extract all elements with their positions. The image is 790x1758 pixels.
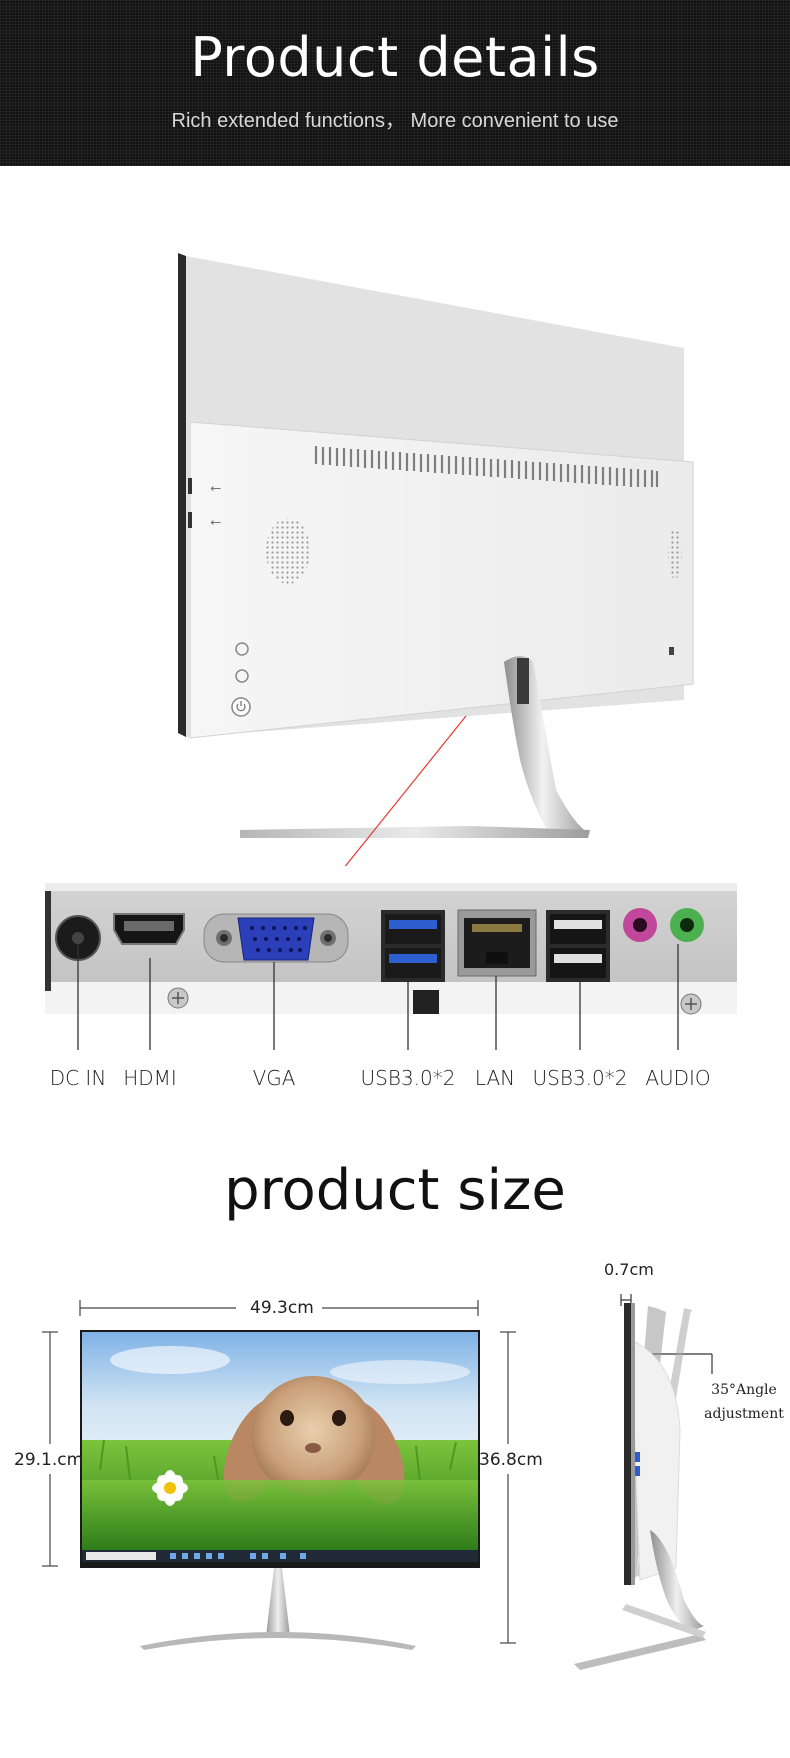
power-icon: [236, 701, 246, 712]
section-title-product-size: product size: [224, 1158, 566, 1223]
side-view-illustration: [574, 1294, 713, 1670]
stand-base: [240, 826, 590, 838]
port-label-vga: VGA: [252, 1066, 296, 1090]
port-label-usb-2: USB3.0*2: [532, 1066, 628, 1090]
menu-button: [235, 642, 249, 656]
panel-edge: [178, 253, 186, 737]
left-speaker-grille: [266, 518, 310, 584]
side-usb-port-1: [188, 478, 192, 494]
usb-symbol-icon: ⭠: [210, 514, 221, 530]
port-label-dc-in: DC IN: [49, 1066, 107, 1090]
io-panel-closeup: [45, 883, 737, 1015]
dimension-screen-height: 29.1.cm: [14, 1450, 84, 1470]
zoom-pointer-line: [344, 715, 467, 866]
right-speaker-grille: [668, 529, 682, 579]
angle-label-line-1: 35°Angle: [711, 1382, 777, 1398]
usb-symbol-icon: ⭠: [210, 480, 221, 496]
page-title: Product details: [190, 26, 600, 89]
angle-label-line-2: adjustment: [704, 1406, 784, 1422]
side-body: [630, 1339, 681, 1581]
front-stand-base: [140, 1632, 416, 1650]
page-subtitle: Rich extended functions， More convenient…: [171, 110, 619, 132]
dimension-thickness: 0.7cm: [604, 1260, 654, 1279]
dimension-width: 49.3cm: [250, 1298, 314, 1318]
dimension-total-height: 36.8cm: [479, 1450, 543, 1470]
side-panel: [624, 1303, 631, 1585]
port-label-usb-1: USB3.0*2: [360, 1066, 456, 1090]
header-banner: Product details Rich extended functions，…: [0, 0, 790, 166]
lock-slot: [669, 647, 674, 655]
adjust-button: [235, 669, 249, 683]
port-label-lan: LAN: [474, 1066, 516, 1090]
side-stand-neck: [650, 1530, 704, 1632]
angle-adjustment-label: 35°Angle adjustment: [694, 1378, 790, 1426]
front-view-dimensions: [42, 1300, 516, 1650]
port-callout-lines: [77, 944, 679, 1050]
rear-housing: [189, 421, 694, 739]
side-usb-port-2: [188, 512, 192, 528]
bunny-head: [251, 1376, 375, 1496]
side-stand-base: [574, 1634, 706, 1670]
daisy-flower: [152, 1470, 188, 1506]
front-stand-neck: [266, 1568, 290, 1636]
port-label-hdmi: HDMI: [123, 1066, 177, 1090]
stand-bracket: [517, 658, 529, 704]
power-button: [231, 697, 251, 717]
port-label-audio: AUDIO: [645, 1066, 711, 1090]
vent-slots: [314, 446, 659, 487]
monitor-back-illustration: ⭠ ⭠: [178, 253, 694, 866]
